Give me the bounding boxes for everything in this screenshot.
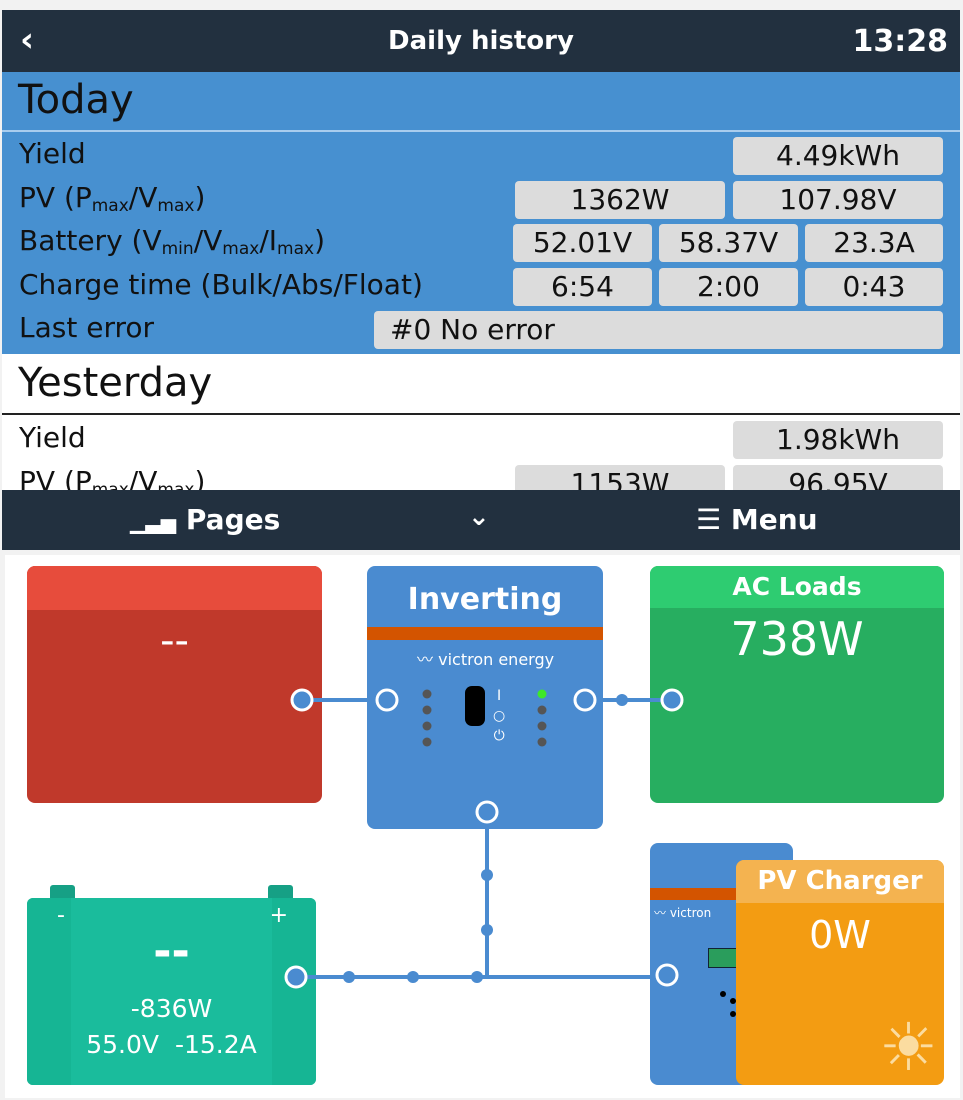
led [537,721,547,731]
daily-history-screen: ‹ Daily history 13:28 Today Yield 4.49kW… [2,10,960,550]
ac-loads-value: 738W [730,612,864,666]
page-title: Daily history [388,26,574,56]
today-bulk-time: 6:54 [513,268,652,306]
battery-current: -15.2A [174,1030,257,1059]
today-pv-pmax: 1362W [515,181,725,219]
divider [2,413,960,415]
today-battery-vmax: 58.37V [659,224,798,262]
led [422,737,432,747]
victron-logo: 〰 victron energy [417,650,555,669]
pv-charger-value: 0W [809,913,871,957]
ac-loads-title: AC Loads [650,566,944,608]
battery-readings: 55.0V -15.2A [27,1030,316,1059]
last-error-label: Last error [19,311,155,344]
led [422,705,432,715]
today-heading: Today [18,77,134,123]
ac-input-tile[interactable]: -- [27,566,322,803]
header-bar: ‹ Daily history 13:28 [2,10,960,72]
today-yield-value: 4.49kWh [733,137,943,175]
clock: 13:28 [852,24,949,59]
pv-charger-title: PV Charger [736,860,944,903]
connector [284,965,308,989]
inverter-state: Inverting [407,582,563,617]
pages-label: Pages [185,503,281,536]
ac-input-value: -- [160,618,189,664]
yield-label: Yield [19,137,86,170]
flow-dot [407,971,419,983]
pos-sign: + [269,903,288,928]
menu-icon: ☰ [696,503,722,536]
flow-dot [343,971,355,983]
back-button[interactable]: ‹ [20,20,35,60]
today-battery-imax: 23.3A [805,224,943,262]
led [537,737,547,747]
sun-icon: ☀ [878,1009,938,1085]
led [422,689,432,699]
flow-dot [481,924,493,936]
connector [290,688,314,712]
connector [660,688,684,712]
today-float-time: 0:43 [805,268,943,306]
charge-time-label: Charge time (Bulk/Abs/Float) [19,268,423,301]
battery-label: Battery (Vmin/Vmax/Imax) [19,224,326,259]
victron-logo-icon: 〰 [417,650,434,669]
battery-terminal-pos [268,885,293,901]
flow-dot [481,869,493,881]
flow-dot [471,971,483,983]
inverter-tile[interactable]: Inverting 〰 victron energy I○⏻ [367,566,603,829]
today-battery-vmin: 52.01V [513,224,652,262]
battery-tile[interactable]: - + -- -836W 55.0V -15.2A [27,898,316,1085]
footer-bar: ▁▃▅ Pages ⌄ ☰ Menu [2,490,960,550]
victron-logo: 〰 victron [654,906,712,920]
switch-labels-icon: I○⏻ [493,688,506,744]
led-on [537,689,547,699]
yield-label: Yield [19,421,86,454]
menu-button[interactable]: ☰ Menu [696,503,818,536]
yesterday-heading: Yesterday [18,360,213,406]
connector [573,688,597,712]
today-abs-time: 2:00 [659,268,798,306]
led [422,721,432,731]
pv-label: PV (Pmax/Vmax) [19,181,206,216]
last-error-value: #0 No error [374,311,943,349]
battery-power: -836W [130,994,213,1023]
chevron-down-icon[interactable]: ⌄ [468,502,490,532]
led [537,705,547,715]
flow-dot [616,694,628,706]
battery-soc: -- [153,926,190,977]
power-switch [465,686,485,726]
neg-sign: - [57,903,65,928]
battery-terminal-neg [50,885,75,901]
battery-voltage: 55.0V [86,1030,160,1059]
yesterday-yield-value: 1.98kWh [733,421,943,459]
divider [2,130,960,132]
pv-charger-tile[interactable]: PV Charger 0W ☀ [736,860,944,1085]
connector [655,963,679,987]
connector [475,800,499,824]
connector [375,688,399,712]
chart-icon: ▁▃▅ [130,510,177,534]
pages-button[interactable]: ▁▃▅ Pages [130,503,280,536]
ac-loads-tile[interactable]: AC Loads 738W [650,566,944,803]
menu-label: Menu [730,503,818,536]
today-pv-vmax: 107.98V [733,181,943,219]
